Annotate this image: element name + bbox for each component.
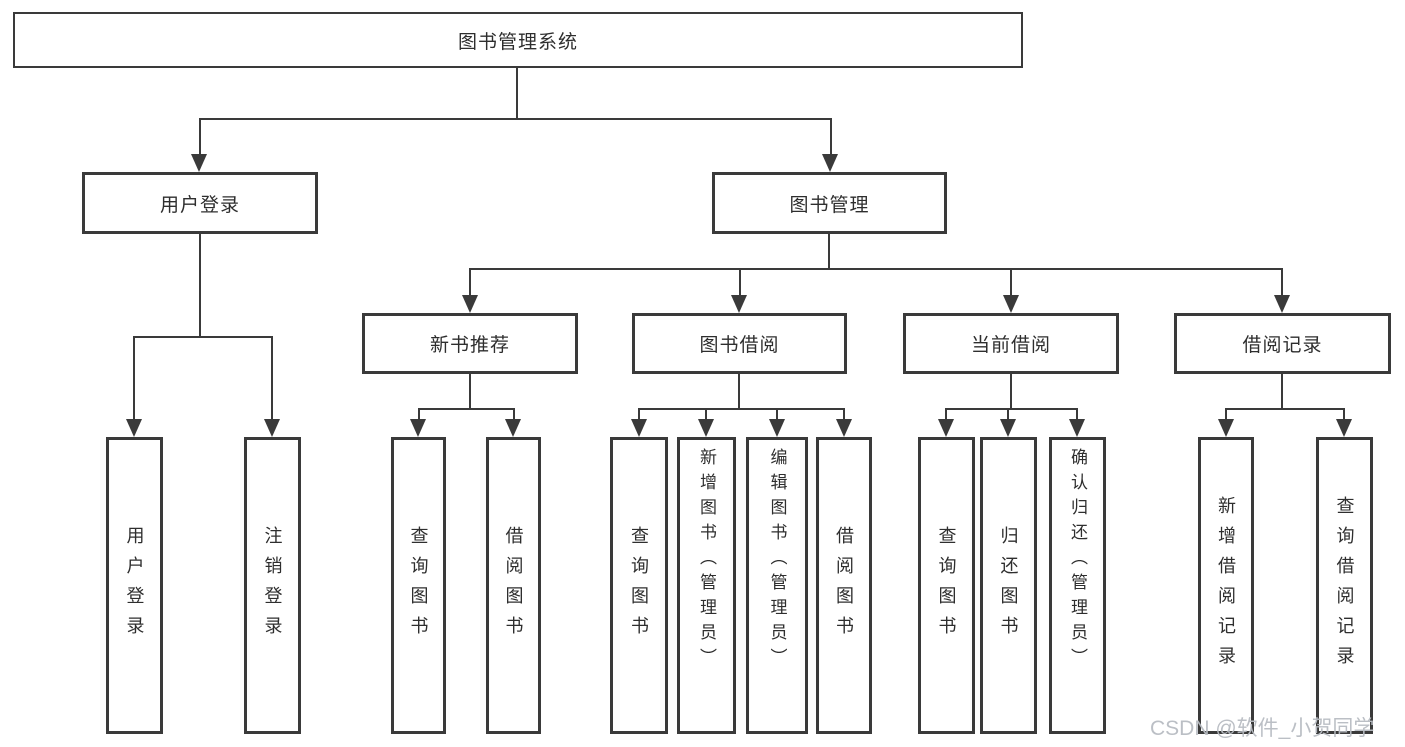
node-label: 借阅图书 [834,525,854,646]
node-label: 查询借阅记录 [1334,495,1355,676]
node-add-books-admin: 新增图书（管理员） [677,437,736,734]
node-user-login: 用户登录 [106,437,163,734]
node-book-management: 图书管理 [712,172,947,234]
connector-line [1281,374,1283,409]
node-label: 新增图书（管理员） [697,448,716,673]
arrow-down-icon [1336,419,1352,437]
arrow-down-icon [1218,419,1234,437]
node-label: 图书借阅 [699,335,780,356]
connector-line [843,408,845,420]
arrow-down-icon [836,419,852,437]
arrow-down-icon [1274,295,1290,313]
connector-line [469,268,471,296]
node-borrowing-records: 借阅记录 [1174,313,1391,374]
arrow-down-icon [191,154,207,172]
node-query-books-borrowing: 查询图书 [610,437,668,734]
connector-line [418,408,420,420]
node-library-management-system: 图书管理系统 [13,12,1023,68]
connector-line [1343,408,1345,420]
connector-line [1281,268,1283,296]
connector-line [1076,408,1078,420]
node-new-book-recommend: 新书推荐 [362,313,578,374]
node-label: 编辑图书（管理员） [767,448,787,673]
node-user-login-group: 用户登录 [82,172,318,234]
connector-line [739,268,741,296]
arrow-down-icon [126,419,142,437]
arrow-down-icon [631,419,647,437]
connector-line [199,118,201,156]
arrow-down-icon [1000,419,1016,437]
connector-line [828,234,830,269]
connector-line [1010,268,1012,296]
node-label: 归还图书 [998,525,1019,646]
node-label: 借阅图书 [503,525,524,646]
connector-line [945,408,947,420]
connector-line [776,408,778,420]
node-add-borrow-record: 新增借阅记录 [1198,437,1254,734]
node-confirm-return-admin: 确认归还（管理员） [1049,437,1106,734]
node-label: 图书管理 [789,194,870,216]
node-label: 用户登录 [124,525,145,646]
connector-line [516,68,518,119]
node-label: 新书推荐 [429,335,510,356]
arrow-down-icon [462,295,478,313]
arrow-down-icon [505,419,521,437]
node-book-borrowing: 图书借阅 [632,313,847,374]
arrow-down-icon [1003,295,1019,313]
node-label: 当前借阅 [970,335,1051,356]
arrow-down-icon [822,154,838,172]
connector-line [1225,408,1227,420]
arrow-down-icon [938,419,954,437]
connector-line [199,234,201,337]
connector-line [1225,408,1345,410]
connector-line [705,408,707,420]
node-label: 图书管理系统 [457,31,578,53]
node-label: 借阅记录 [1242,335,1323,356]
node-label: 用户登录 [159,194,240,216]
arrow-down-icon [1069,419,1085,437]
arrow-down-icon [698,419,714,437]
connector-line [945,408,1078,410]
csdn-watermark: CSDN @软件_小贺同学 [1150,717,1375,740]
connector-line [638,408,844,410]
connector-line [418,408,515,410]
connector-line [469,374,471,409]
arrow-down-icon [410,419,426,437]
arrow-down-icon [769,419,785,437]
node-query-books-current: 查询图书 [918,437,975,734]
node-label: 查询图书 [629,525,649,646]
connector-line [469,268,1283,270]
connector-line [133,336,135,421]
node-edit-books-admin: 编辑图书（管理员） [746,437,808,734]
connector-line [133,336,273,338]
node-label: 注销登录 [262,525,283,646]
node-label: 查询图书 [936,525,957,646]
connector-line [830,118,832,156]
arrow-down-icon [731,295,747,313]
node-borrow-books: 借阅图书 [816,437,872,734]
connector-line [199,118,832,120]
node-logout-login: 注销登录 [244,437,301,734]
connector-line [638,408,640,420]
node-query-books-recommend: 查询图书 [391,437,446,734]
connector-line [738,374,740,409]
node-current-borrowing: 当前借阅 [903,313,1119,374]
node-return-books: 归还图书 [980,437,1037,734]
connector-line [1010,374,1012,409]
node-query-borrow-record: 查询借阅记录 [1316,437,1373,734]
arrow-down-icon [264,419,280,437]
node-borrow-books-recommend: 借阅图书 [486,437,541,734]
connector-line [271,336,273,421]
node-label: 查询图书 [408,525,429,646]
node-label: 确认归还（管理员） [1068,448,1087,673]
connector-line [1007,408,1009,420]
node-label: 新增借阅记录 [1216,495,1236,676]
connector-line [513,408,515,420]
